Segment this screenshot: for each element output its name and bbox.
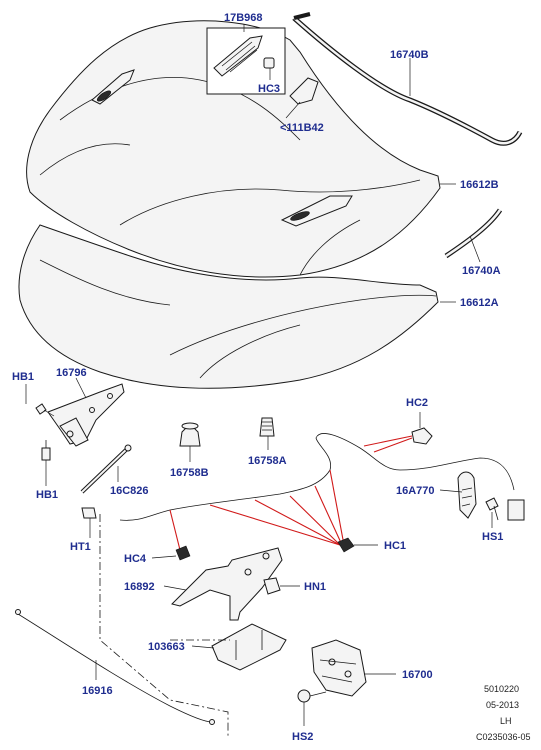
hinge-16796: [47, 383, 125, 447]
meta-code: 5010220: [484, 684, 519, 694]
nut-hn1: [263, 577, 281, 595]
pad-103663: [211, 623, 287, 671]
label-16892: 16892: [124, 581, 155, 593]
release-cable: [119, 433, 515, 551]
seal-16740A: [444, 208, 503, 259]
label-16758B: 16758B: [170, 467, 209, 479]
bonnet-outer-panel: [26, 20, 441, 278]
label-16C826: 16C826: [110, 485, 149, 497]
bolt-hb1-lower: [41, 440, 51, 461]
meta-date: 05-2013: [486, 700, 519, 710]
label-16916: 16916: [82, 685, 113, 697]
leader-lines: [25, 24, 493, 680]
clip-hc2: [411, 427, 433, 445]
gas-strut-16C826: [80, 444, 132, 494]
meta-side: LH: [500, 716, 512, 726]
label-HT1: HT1: [70, 541, 91, 553]
seal-16740B: [292, 12, 523, 146]
label-HC1: HC1: [384, 540, 406, 552]
label-HS2: HS2: [292, 731, 313, 743]
label-16612A: 16612A: [460, 297, 499, 309]
routing-lines: [99, 514, 230, 738]
label-16A770: 16A770: [396, 485, 435, 497]
label-17B968: 17B968: [224, 12, 263, 24]
release-cable-16916: [15, 609, 215, 725]
bump-stop-16758A: [259, 417, 275, 437]
screw-hs2: [297, 689, 327, 726]
screw-hs1: [485, 497, 499, 521]
clip-hc1: [337, 537, 378, 553]
label-16758A: 16758A: [248, 455, 287, 467]
part-labels: 17B968 HC3 <111B42 16740B 16612B 16740A …: [12, 12, 503, 743]
latch-bracket-16892: [171, 547, 283, 621]
label-16700: 16700: [402, 669, 433, 681]
clip-hc4: [175, 545, 191, 561]
bolt-hb1-upper: [35, 403, 55, 417]
latch-16700: [311, 639, 367, 697]
bump-stop-16758B: [179, 422, 201, 447]
vent-insert-box: [206, 27, 286, 95]
label-HS1: HS1: [482, 531, 503, 543]
label-HB1-lower: HB1: [36, 489, 58, 501]
label-16740B: 16740B: [390, 49, 429, 61]
fastener-ht1: [81, 507, 97, 538]
bonnet-inner-panel: [18, 224, 439, 389]
bonnet-vent-left: [91, 69, 135, 105]
label-HC2: HC2: [406, 397, 428, 409]
label-HC3: HC3: [258, 83, 280, 95]
label-103663: 103663: [148, 641, 185, 653]
label-16612B: 16612B: [460, 179, 499, 191]
label-HB1-upper: HB1: [12, 371, 34, 383]
label-111B42: <111B42: [280, 122, 324, 134]
bracket-111B42: [285, 77, 319, 119]
label-HC4: HC4: [124, 553, 147, 565]
diagram-meta: 5010220 05-2013 LH C0235036-05: [476, 684, 531, 742]
label-16796: 16796: [56, 367, 87, 379]
label-16740A: 16740A: [462, 265, 501, 277]
bonnet-vent-right: [280, 195, 353, 227]
release-lever-16A770: [457, 471, 525, 521]
meta-ref: C0235036-05: [476, 732, 531, 742]
label-HN1: HN1: [304, 581, 326, 593]
